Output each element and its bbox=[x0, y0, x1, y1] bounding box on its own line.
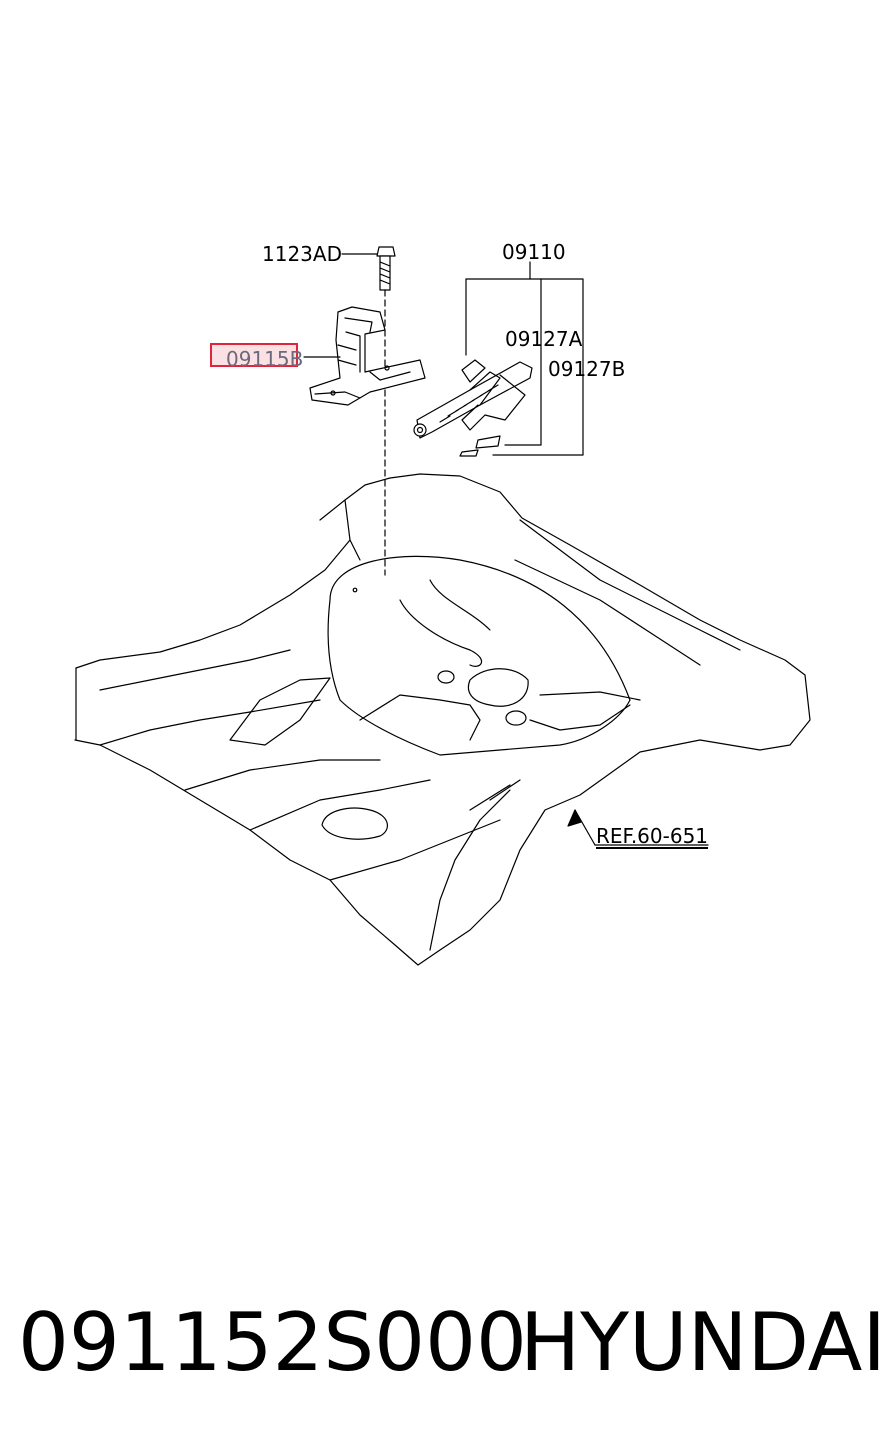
callout-1123ad: 1123AD bbox=[262, 242, 342, 266]
part-number: 091152S000 bbox=[18, 1296, 527, 1389]
bolt-drawing bbox=[341, 246, 396, 576]
callout-09127b: 09127B bbox=[548, 357, 626, 381]
callout-09127a: 09127A bbox=[505, 327, 583, 351]
jack-drawing bbox=[413, 261, 584, 457]
bracket-drawing bbox=[303, 306, 426, 406]
callout-09110: 09110 bbox=[502, 240, 566, 264]
floor-panel-drawing bbox=[74, 473, 811, 966]
brand-name: HYUNDAI bbox=[520, 1296, 886, 1389]
highlight-box[interactable] bbox=[210, 343, 298, 367]
ref-label: REF.60-651 bbox=[596, 824, 709, 848]
callout-09115b: 09115B bbox=[226, 347, 304, 371]
